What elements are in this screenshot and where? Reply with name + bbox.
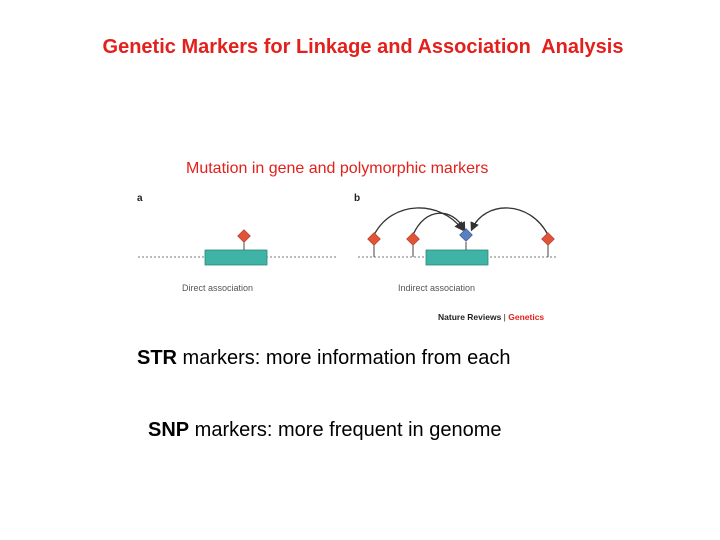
causal-mutation-marker xyxy=(238,230,251,243)
panel-a-diagram xyxy=(138,230,338,265)
gene-box xyxy=(205,250,267,265)
causal-mutation-marker xyxy=(460,229,473,242)
snp-term: SNP xyxy=(148,419,189,441)
gene-box xyxy=(426,250,488,265)
association-arrow xyxy=(374,208,462,235)
panel-a-letter: a xyxy=(137,193,143,204)
panel-b-diagram xyxy=(358,208,558,265)
association-diagram xyxy=(130,185,570,330)
polymorphic-marker xyxy=(542,233,555,246)
polymorphic-marker xyxy=(407,233,420,246)
slide-title: Genetic Markers for Linkage and Associat… xyxy=(0,36,720,59)
snp-markers-line: SNP markers: more frequent in genome xyxy=(148,419,502,442)
association-figure: a b Direct association Indirect associat… xyxy=(130,185,570,330)
snp-description: markers: more frequent in genome xyxy=(189,419,501,441)
credit-prefix: Nature Reviews xyxy=(438,312,501,322)
credit-journal: Genetics xyxy=(508,312,544,322)
association-arrow xyxy=(413,213,464,235)
str-term: STR xyxy=(137,347,177,369)
str-markers-line: STR markers: more information from each xyxy=(137,347,510,370)
panel-b-letter: b xyxy=(354,193,360,204)
panel-b-caption: Indirect association xyxy=(398,283,475,293)
polymorphic-marker xyxy=(368,233,381,246)
figure-credit: Nature Reviews | Genetics xyxy=(438,312,544,322)
figure-subtitle: Mutation in gene and polymorphic markers xyxy=(186,160,488,178)
association-arrow xyxy=(472,208,548,235)
str-description: markers: more information from each xyxy=(177,347,510,369)
panel-a-caption: Direct association xyxy=(182,283,253,293)
